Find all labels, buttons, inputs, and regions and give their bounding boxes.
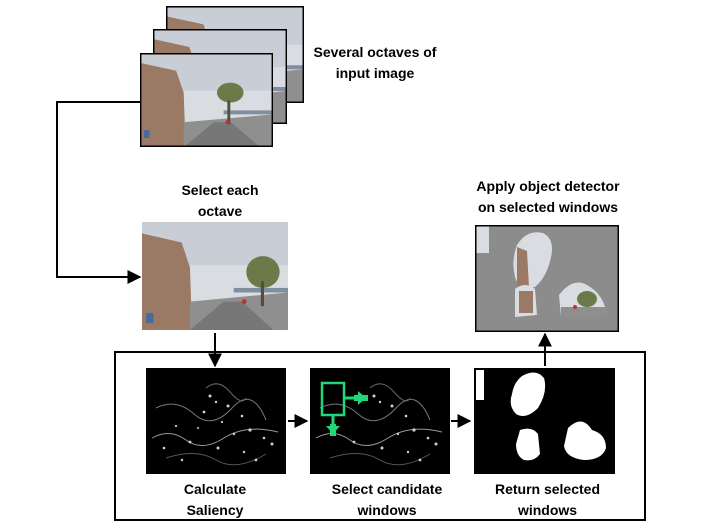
arrow-octaves-to-select (56, 101, 142, 284)
process-frame (114, 351, 646, 521)
detector-output-image (473, 223, 621, 334)
selected-octave-image (142, 222, 288, 330)
candidate-windows-image (310, 368, 450, 474)
saliency-map-image (146, 368, 286, 474)
selected-windows-mask-image (474, 368, 615, 474)
octave-image-front (138, 51, 275, 149)
candidate-window-marker (320, 381, 368, 436)
